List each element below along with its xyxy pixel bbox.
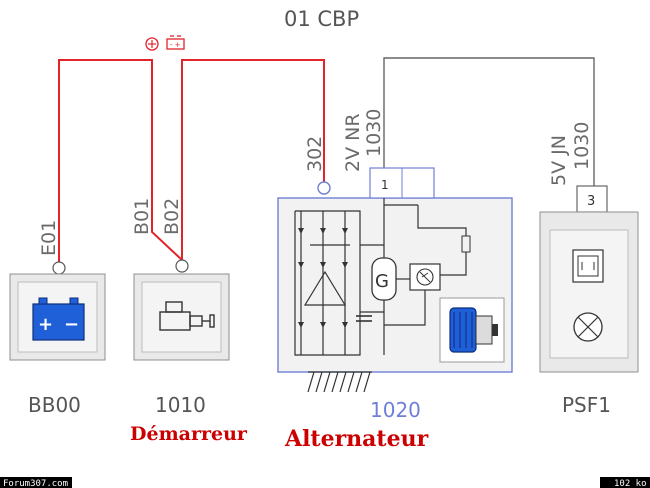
wire-label-1030-a: 1030 (363, 109, 385, 157)
component-code-psf1: PSF1 (562, 393, 611, 417)
svg-text:- +: - + (170, 41, 181, 49)
wire-label-e01: E01 (38, 220, 60, 256)
battery-icon: + − (32, 297, 85, 341)
wire-label-2v-nr: 2V NR (342, 113, 364, 172)
alternator-illustration (439, 297, 505, 363)
diagram-title: 01 CBP (284, 7, 359, 31)
wire-label-b02: B02 (161, 198, 183, 235)
battery-component: + − (9, 273, 106, 361)
charge-warning-icon (572, 249, 604, 283)
terminal-battery (52, 261, 66, 275)
gray-wire-1030 (383, 57, 595, 186)
component-code-bb00: BB00 (28, 393, 81, 417)
svg-text:G: G (375, 271, 389, 292)
svg-text:−: − (64, 314, 79, 335)
wire-label-b01: B01 (131, 198, 153, 235)
ground-symbol (307, 371, 372, 393)
footer-size-label: 102 ko (614, 479, 647, 488)
indicator-lamp-icon (573, 312, 603, 342)
wire-label-302: 302 (304, 136, 326, 172)
component-code-1020: 1020 (370, 398, 421, 422)
voltage-regulator-icon (409, 263, 441, 291)
alternator-pin-label: 1 (381, 178, 389, 192)
svg-text:+: + (38, 314, 53, 335)
starter-motor-icon (159, 301, 215, 331)
component-code-1010: 1010 (155, 393, 206, 417)
starter-component (133, 273, 230, 361)
caption-starter: Démarreur (130, 423, 248, 445)
generator-coil-icon: G (371, 257, 397, 301)
footer-site-label: Forum307.com (3, 479, 68, 488)
red-wire-b02-302 (181, 59, 325, 262)
stator-delta (303, 270, 347, 306)
psf-pin-label: 3 (587, 194, 595, 209)
wire-label-1030-b: 1030 (571, 122, 593, 170)
psf-component: 3 (539, 185, 639, 373)
battery-supply-icon: - + (145, 35, 185, 51)
wire-label-5v-jn: 5V JN (548, 135, 570, 186)
footer-right-bar (600, 477, 650, 488)
terminal-alternator-302 (317, 181, 331, 195)
footer-left-bar (0, 477, 72, 488)
rectifier-bridge (294, 210, 384, 356)
psf-connector (576, 185, 608, 213)
alternator-component: 1 (277, 167, 513, 393)
red-wire-e01-b01 (58, 59, 183, 264)
caption-alternator: Alternateur (284, 426, 429, 452)
terminal-starter (175, 259, 189, 273)
